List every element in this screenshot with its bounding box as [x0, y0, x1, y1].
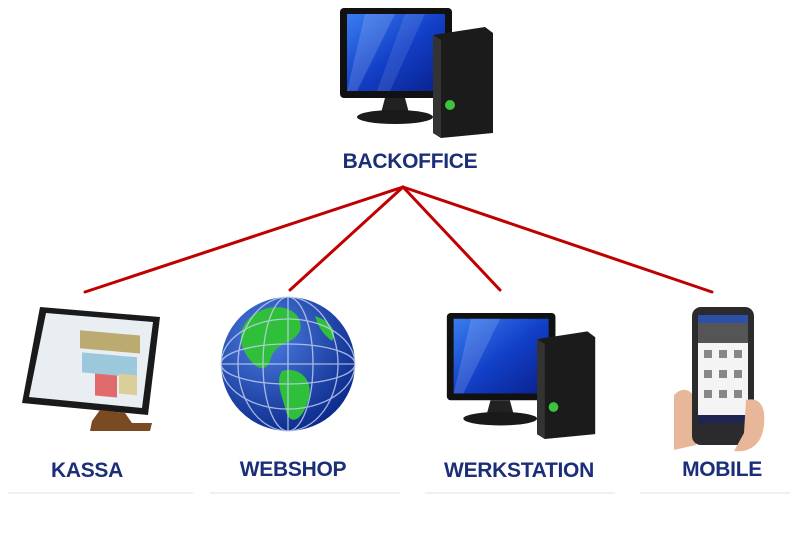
node-label-mobile: MOBILE: [682, 458, 762, 481]
mobile-handheld-icon: [674, 307, 765, 452]
desktop-computer-icon: [446, 312, 596, 440]
node-label-backoffice: BACKOFFICE: [342, 150, 478, 173]
desktop-computer-icon: [340, 8, 493, 138]
node-label-webshop: WEBSHOP: [239, 458, 347, 481]
node-label-kassa: KASSA: [50, 459, 124, 482]
connector-webshop: [288, 185, 405, 292]
connector-mobile: [401, 185, 714, 294]
connector-werkstation: [401, 185, 502, 292]
divider: [425, 492, 615, 494]
divider: [8, 492, 193, 494]
divider: [210, 492, 400, 494]
globe-icon: [220, 296, 356, 432]
pos-terminal-icon: [22, 307, 160, 431]
divider: [640, 492, 790, 494]
connector-kassa: [83, 185, 405, 294]
node-label-werkstation: WERKSTATION: [444, 459, 594, 482]
